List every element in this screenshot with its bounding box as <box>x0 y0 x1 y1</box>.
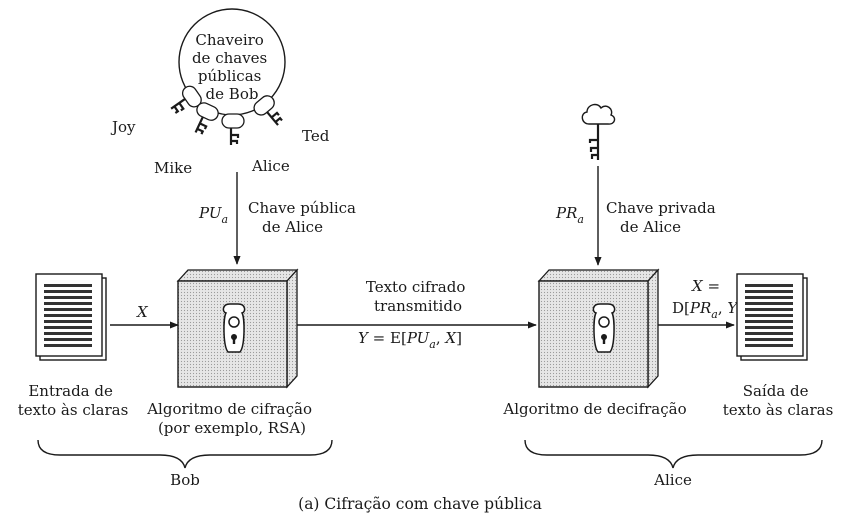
bob-brace <box>37 439 333 469</box>
ciphertext-label: Texto cifrado transmitido <box>366 278 470 315</box>
keyring-title: Chaveiro de chaves públicas de Bob <box>192 31 272 103</box>
key-alice-icon <box>220 112 246 147</box>
plaintext-output-caption: Saída de texto às claras <box>723 382 834 419</box>
decryption-algorithm-box <box>537 268 660 389</box>
plaintext-input-document-icon <box>35 273 107 361</box>
alice-brace <box>524 439 823 469</box>
encryption-algorithm-box <box>176 268 299 389</box>
alice-group-label: Alice <box>653 471 692 489</box>
public-key-symbol: PUa <box>198 204 228 226</box>
private-key-symbol: PRa <box>555 204 584 226</box>
key-label-alice: Alice <box>251 157 290 175</box>
figure-caption: (a) Cifração com chave pública <box>298 495 542 513</box>
decryption-caption: Algoritmo de decifração <box>502 400 686 418</box>
public-key-label: Chave pública de Alice <box>248 199 361 236</box>
ciphertext-formula: Y = E[PUa, X] <box>358 329 462 351</box>
plaintext-input-caption: Entrada de texto às claras <box>18 382 129 419</box>
keyring: Chaveiro de chaves públicas de Bob Joy M… <box>110 8 330 177</box>
decryption-lock-icon <box>592 303 616 353</box>
private-key-icon <box>581 103 616 160</box>
output-formula-line1: X = <box>691 277 720 295</box>
plaintext-input-symbol: X <box>136 303 149 321</box>
output-formula-line2: D[PRa, Y] <box>672 299 743 321</box>
private-key-label: Chave privada de Alice <box>606 199 721 236</box>
key-label-ted: Ted <box>302 127 330 145</box>
encryption-caption: Algoritmo de cifração (por exemplo, RSA) <box>146 400 317 437</box>
key-label-mike: Mike <box>154 159 192 177</box>
key-label-joy: Joy <box>110 118 136 136</box>
plaintext-output-document-icon <box>736 273 808 361</box>
bob-group-label: Bob <box>170 471 200 489</box>
encryption-lock-icon <box>222 303 246 353</box>
